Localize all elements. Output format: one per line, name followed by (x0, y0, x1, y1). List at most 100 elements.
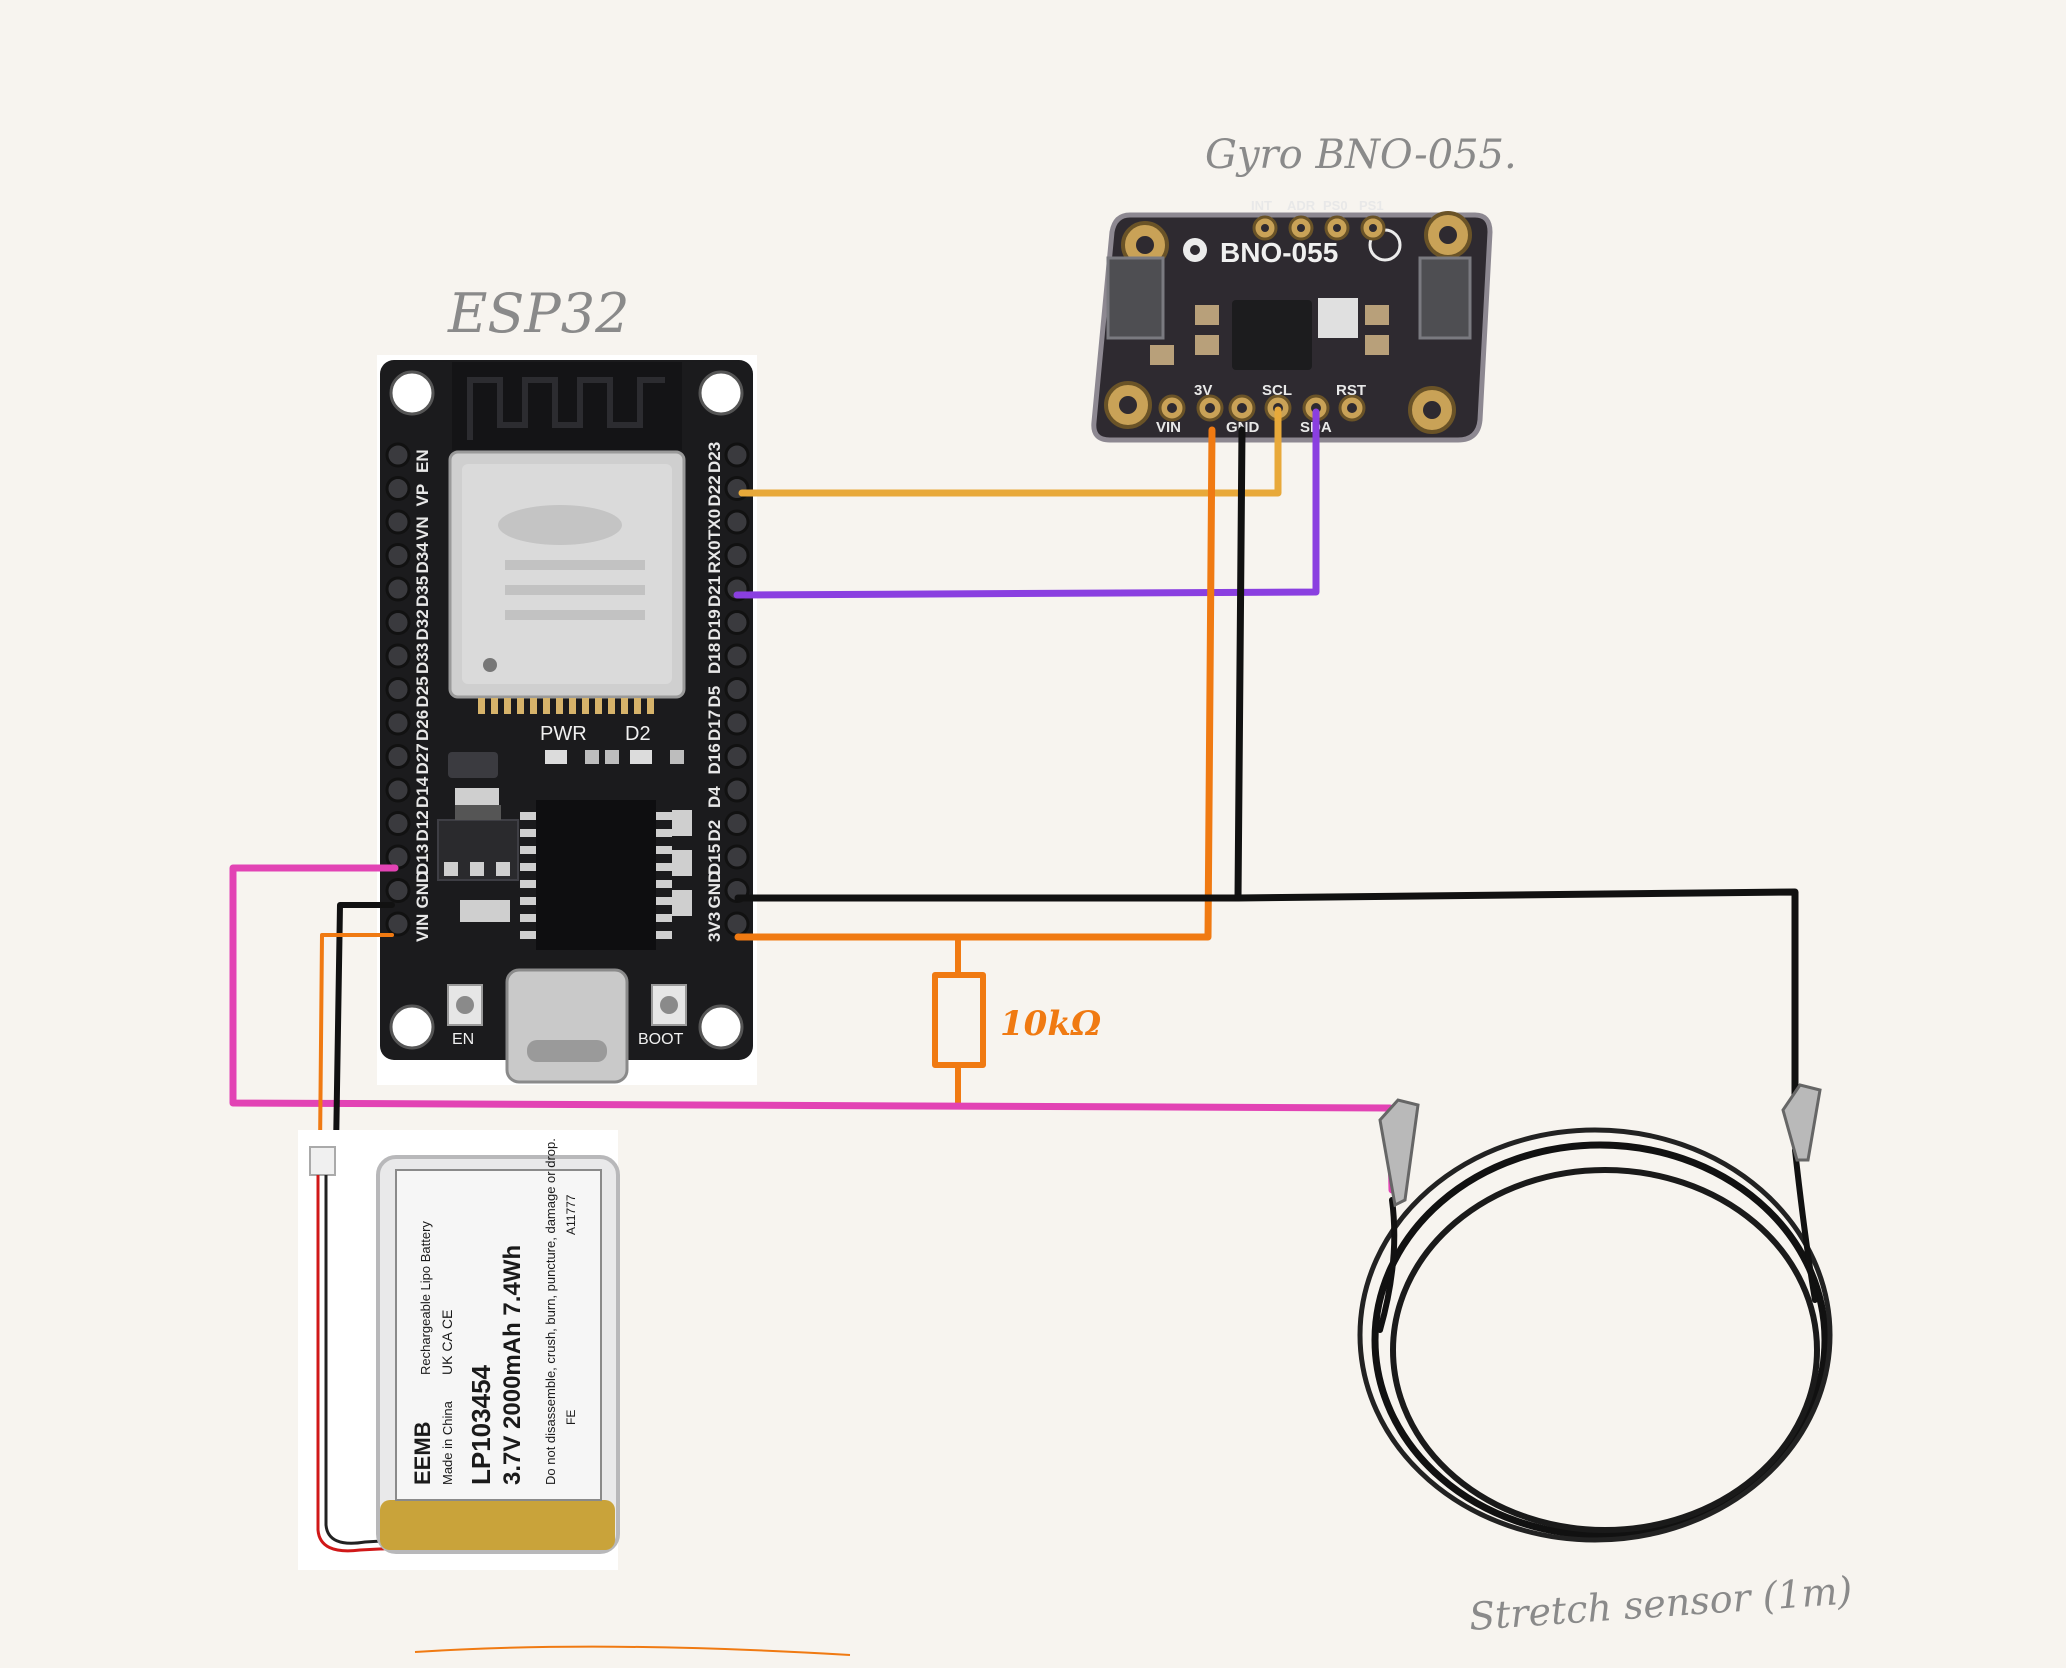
header-pin (724, 677, 750, 702)
bno-pin-hole (1167, 403, 1177, 413)
smd-part (1195, 305, 1219, 325)
chip-leg (656, 812, 672, 820)
adafruit-flower-icon (1183, 238, 1207, 262)
pin-label-right: RX0 (705, 540, 724, 573)
header-pin (385, 777, 411, 803)
battery-vin-wire (318, 933, 394, 1152)
smd-part (672, 850, 692, 876)
pin-label-left: D13 (413, 844, 432, 875)
header-pin (385, 677, 411, 702)
pin-label-left: GND (413, 871, 432, 909)
esp32-right-header: D23D22TX0RX0D21D19D18D5D17D16D4D2D15GND3… (705, 442, 750, 942)
pin-label-left: D33 (413, 643, 432, 674)
bno-pin-hole (1205, 403, 1215, 413)
pin-label-left: D26 (413, 710, 432, 741)
pin-label-right: 3V3 (705, 912, 724, 942)
header-pin (385, 710, 411, 736)
castellation (543, 698, 550, 714)
castellation (621, 698, 628, 714)
sensor-coil-loop (1371, 1141, 1829, 1539)
pin-label-left: D14 (413, 776, 432, 808)
header-pin (385, 543, 411, 568)
sensor-lead-right (1792, 1147, 1818, 1303)
smd-part (496, 862, 510, 876)
chip-leg (656, 863, 672, 871)
battery-brand: EEMB (410, 1421, 435, 1485)
smd-part (1195, 335, 1219, 355)
chip-leg (656, 846, 672, 854)
bno-pin-label-bottom: SCL (1262, 382, 1292, 399)
bno-pin-label-bottom: 3V (1194, 382, 1212, 399)
chip-leg (520, 880, 536, 888)
pin-label-left: D27 (413, 743, 432, 774)
pin-label-left: D25 (413, 676, 432, 707)
smd-part (672, 810, 692, 836)
smd-part (444, 862, 458, 876)
usb-uart-chip (536, 800, 656, 950)
mounting-hole-center (1423, 401, 1441, 419)
esp32-board: ENVPVND34D35D32D33D25D26D27D14D12D13GNDV… (377, 355, 757, 1085)
module-text-line (505, 560, 645, 570)
module-text-line (505, 585, 645, 595)
module-castellations (478, 698, 654, 714)
pin-label-left: D35 (413, 576, 432, 607)
pin-label-right: D5 (705, 686, 724, 708)
battery-fe: FE (564, 1410, 578, 1425)
battery-black-lead (324, 1175, 401, 1545)
battery-model: LP103454 (466, 1364, 496, 1485)
mounting-hole-center (1119, 396, 1137, 414)
jst-connector (309, 1146, 336, 1176)
battery-kapton-tab (380, 1500, 615, 1550)
battery-marks: UK CA CE (439, 1310, 455, 1375)
castellation (595, 698, 602, 714)
smd-part (460, 900, 510, 922)
chip-leg (520, 897, 536, 905)
pin-label-right: D21 (705, 576, 724, 607)
sensor-coil-loop (1390, 1167, 1820, 1533)
module-logo-mark (498, 505, 622, 545)
mounting-hole (389, 370, 435, 416)
crystal (1318, 298, 1358, 338)
stretch-sensor-label: Stretch sensor (1m) (1468, 1568, 1854, 1639)
header-pin (724, 509, 750, 535)
bno-pin-label-top: INT (1251, 198, 1272, 213)
castellation (504, 698, 511, 714)
sensor-coil-loop (1357, 1127, 1833, 1543)
header-pin (724, 543, 750, 568)
regulator-tab (455, 805, 501, 820)
sda-wire (733, 408, 1320, 599)
smd-part (670, 750, 684, 764)
bno-pin-label-top: PS1 (1359, 198, 1384, 213)
bno-pin-hole (1237, 403, 1247, 413)
battery-code: A11777 (564, 1194, 578, 1235)
header-pin (385, 744, 411, 769)
battery-type: Rechargeable Lipo Battery (418, 1221, 433, 1375)
header-pin (724, 777, 750, 803)
chip-leg (520, 863, 536, 871)
mounting-hole (389, 1004, 435, 1050)
pin-label-right: D16 (705, 743, 724, 774)
usb-c-connector (505, 968, 629, 1084)
chip-leg (656, 931, 672, 939)
castellation (491, 698, 498, 714)
bno055-title: BNO-055 (1220, 237, 1338, 268)
lipo-battery: EEMB Made in China Rechargeable Lipo Bat… (298, 1130, 620, 1570)
chip-leg (656, 829, 672, 837)
header-pin (724, 744, 750, 769)
smd-part (605, 750, 619, 764)
module-dot (483, 658, 497, 672)
3v3-wire (734, 426, 1216, 941)
pin-label-left: VIN (413, 914, 432, 942)
castellation (517, 698, 524, 714)
alligator-clip-right (1781, 1083, 1822, 1162)
header-pin (385, 643, 411, 669)
chip-leg (656, 914, 672, 922)
pin-label-right: D18 (705, 643, 724, 674)
resistor-label: 10kΩ (1000, 1004, 1101, 1044)
esp32-label: ESP32 (447, 282, 629, 345)
chip-leg (520, 914, 536, 922)
chip-leg (656, 880, 672, 888)
chip-leg (520, 829, 536, 837)
header-pin (385, 442, 411, 468)
